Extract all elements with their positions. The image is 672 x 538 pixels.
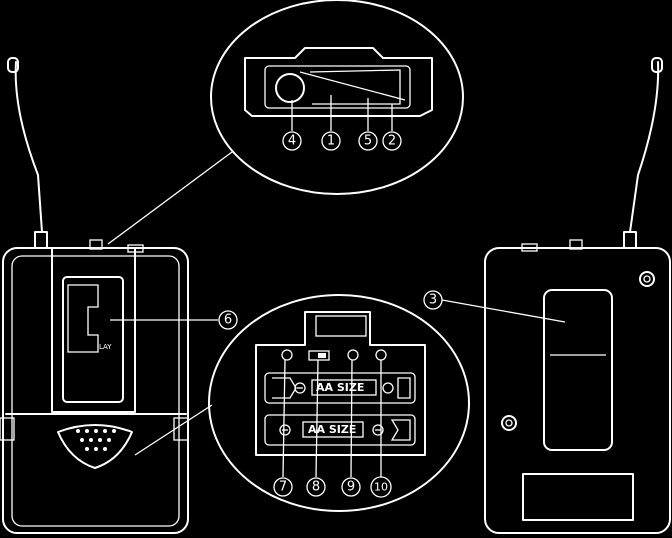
grille xyxy=(57,424,133,469)
screw-top xyxy=(639,271,655,287)
front-unit: LAY xyxy=(0,57,189,534)
battery-label-2: AA SIZE xyxy=(308,423,356,436)
callout-7: 7 xyxy=(279,480,287,495)
switch-9 xyxy=(347,349,359,361)
screw-left xyxy=(501,415,517,431)
grille-holes xyxy=(76,429,116,451)
callout-8: 8 xyxy=(312,480,320,495)
callout-3: 3 xyxy=(429,293,437,308)
callout-10: 10 xyxy=(374,481,388,494)
leader-lines xyxy=(110,95,566,478)
display-text: LAY xyxy=(99,343,112,351)
belt-clip xyxy=(51,247,136,413)
switch-7 xyxy=(281,349,293,361)
back-antenna-tip xyxy=(651,57,663,73)
front-antenna-tip xyxy=(7,57,19,73)
power-button xyxy=(275,73,305,103)
callout-6: 6 xyxy=(224,313,232,328)
clip-slot xyxy=(543,289,613,451)
back-body xyxy=(484,247,671,534)
battery-zoom-circle: AA SIZE AA SIZE xyxy=(134,294,470,512)
callouts: 4 1 5 2 3 6 7 8 9 10 xyxy=(218,131,443,498)
label-area xyxy=(522,473,634,521)
callout-4: 4 xyxy=(288,134,296,149)
front-antenna xyxy=(14,61,43,233)
switch-8 xyxy=(308,350,330,361)
callout-5: 5 xyxy=(364,134,372,149)
callout-1: 1 xyxy=(327,134,335,149)
callout-9: 9 xyxy=(347,480,355,495)
battery-label-1: AA SIZE xyxy=(316,381,364,394)
battery-slot-1 xyxy=(264,372,416,404)
battery-compartment xyxy=(255,311,426,456)
back-antenna xyxy=(629,61,660,233)
front-body xyxy=(2,247,189,534)
callout-2: 2 xyxy=(388,134,396,149)
top-panel xyxy=(244,47,433,117)
switch-10 xyxy=(375,349,387,361)
back-unit xyxy=(484,57,671,534)
display-window xyxy=(62,276,124,403)
top-zoom-circle xyxy=(107,0,464,245)
battery-slot-2 xyxy=(264,414,416,446)
